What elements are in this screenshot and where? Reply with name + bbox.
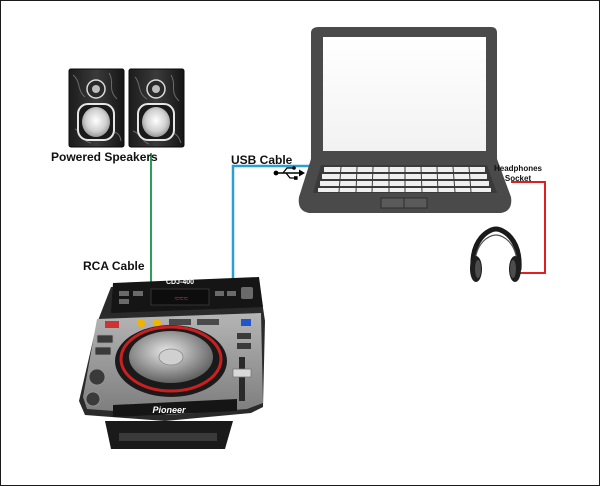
usb-symbol-icon xyxy=(273,166,305,180)
usb-cable-label: USB Cable xyxy=(231,153,293,167)
player-brand-label: Pioneer xyxy=(152,405,186,415)
powered-speakers-label: Powered Speakers xyxy=(51,150,158,164)
headphones-label-line2: Socket xyxy=(504,174,532,183)
headphone-cable xyxy=(511,181,546,274)
player-model-label: CDJ-400 xyxy=(166,279,194,286)
headphones-label-line1: Headphones xyxy=(493,164,542,173)
laptop-icon xyxy=(298,27,512,213)
headphones-socket-label: Headphones Socket xyxy=(483,164,553,184)
svg-text:≈≈≈: ≈≈≈ xyxy=(174,294,188,303)
speaker-icon xyxy=(68,68,185,148)
usb-cable xyxy=(231,164,313,283)
rca-cable-label: RCA Cable xyxy=(83,259,145,273)
headphones-icon xyxy=(470,226,522,282)
cdj-player-icon: CDJ-400 ≈≈≈ xyxy=(79,277,265,449)
